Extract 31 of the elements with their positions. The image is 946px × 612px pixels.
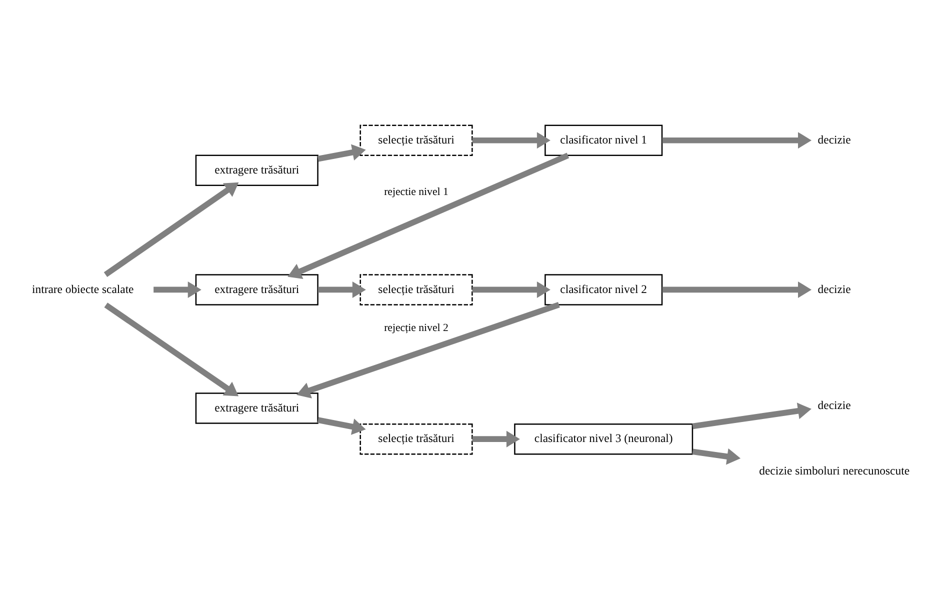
node-box: selecție trăsături [360,423,473,455]
arrow [288,152,570,280]
arrow [662,132,812,149]
node-box: clasificator nivel 2 [544,274,663,306]
arrow [472,430,520,448]
arrow [472,132,550,149]
arrow [317,417,366,435]
node-text: decizie simboluri nerecunoscute [759,464,910,478]
arrow [296,302,560,398]
arrow [472,281,550,298]
node-text: intrare obiecte scalate [32,282,134,296]
arrow [318,281,366,298]
node-box: selecție trăsături [360,274,473,306]
node-text: decizie [818,282,851,296]
edge-label: rejectie nivel 1 [384,186,448,198]
node-box: extragere trăsături [195,154,318,186]
node-text: decizie [818,133,851,146]
node-box: selecție trăsături [360,124,473,156]
node-box: clasificator nivel 3 (neuronal) [514,423,694,455]
arrow [317,144,366,162]
arrow [104,182,239,278]
edge-label: rejecție nivel 2 [384,322,448,334]
node-box: extragere trăsături [195,392,318,424]
arrow [692,402,812,430]
node-text: decizie [818,398,851,412]
arrow [662,281,812,298]
arrow [692,448,741,465]
node-box: clasificator nivel 1 [544,124,663,156]
node-box: extragere trăsături [195,274,318,306]
arrow [104,302,239,396]
arrow [154,281,202,298]
